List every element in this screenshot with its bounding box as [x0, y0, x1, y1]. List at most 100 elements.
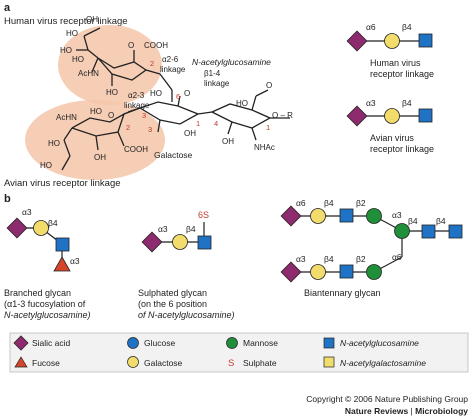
glcnac-icon: [448, 224, 463, 239]
bi-bottom-beta4: β4: [324, 254, 334, 264]
avian-ho-3: HO: [40, 161, 52, 170]
avian-ho-1: HO: [90, 107, 102, 116]
bi-core-beta4-2: β4: [436, 216, 446, 226]
branched-glycan: [6, 217, 71, 272]
avian-o-ring: O: [108, 111, 114, 120]
sulphated-caption-1: Sulphated glycan: [138, 288, 207, 298]
bi-bottom-alpha6: α6: [392, 252, 402, 262]
bi-top-alpha6: α6: [296, 198, 306, 208]
glcnac-icon: [339, 208, 354, 223]
beta14-label: β1-4: [204, 69, 221, 78]
mannose-icon: [394, 223, 410, 239]
galactose-oh: OH: [184, 129, 196, 138]
legend-sulphate-icon: S: [228, 358, 234, 369]
galactose-icon: [33, 220, 49, 236]
legend-mannose-icon: [226, 337, 238, 349]
galactose-icon: [172, 234, 188, 250]
sialic-acid-icon: [346, 30, 368, 52]
sulphated-glycan: [141, 222, 212, 253]
avian-linkage-label: Avian virus receptor linkage: [4, 178, 121, 189]
sialic-acid-icon: [6, 217, 28, 239]
sulphate-6s-label: 6S: [198, 210, 209, 220]
legend-galactose-icon: [127, 356, 139, 368]
legend-sialic-acid-icon: [13, 335, 29, 351]
alpha23-label: α2-3: [128, 91, 145, 100]
branched-caption-1: Branched glycan: [4, 288, 71, 298]
alpha23-linkage-label: linkage: [124, 101, 150, 110]
footer-copyright: Copyright © 2006 Nature Publishing Group: [306, 394, 468, 404]
avian-linkage-schematic: [346, 105, 433, 127]
glcnac-icon: [197, 235, 212, 250]
branched-alpha3-top: α3: [22, 207, 32, 217]
bi-top-alpha3: α3: [392, 210, 402, 220]
sulphated-alpha3: α3: [158, 224, 168, 234]
human-beta4: β4: [402, 22, 412, 32]
legend-fucose-icon: [14, 356, 28, 368]
human-o-ring: O: [128, 41, 134, 50]
avian-achn: AcHN: [56, 113, 77, 122]
legend-glcnac-icon: [323, 337, 335, 349]
human-cooh: COOH: [144, 41, 168, 50]
mannose-icon: [366, 264, 382, 280]
human-alpha6: α6: [366, 22, 376, 32]
galactose-carbon-1: 1: [196, 119, 200, 128]
legend-glucose-icon: [127, 337, 139, 349]
glcnac-icon: [421, 224, 436, 239]
avian-ho-2: HO: [48, 139, 60, 148]
mannose-icon: [366, 208, 382, 224]
galactose-icon: [384, 108, 400, 124]
glcnac-icon: [55, 237, 70, 252]
biantennary-caption: Biantennary glycan: [304, 288, 381, 298]
sialic-acid-icon: [346, 105, 368, 127]
glcnac-ring: [211, 89, 290, 141]
avian-linkage-highlight: [25, 100, 165, 180]
avian-cooh: COOH: [124, 145, 148, 154]
branched-beta4: β4: [48, 218, 58, 228]
legend-galactose-label: Galactose: [144, 358, 183, 368]
glcnac-oh: OH: [222, 137, 234, 146]
glcnac-nhac: NHAc: [254, 143, 275, 152]
human-sialic-acid-ring: [76, 27, 161, 86]
bi-bottom-alpha3: α3: [296, 254, 306, 264]
legend-fucose-label: Fucose: [32, 358, 60, 368]
glcnac-carbon-4: 4: [214, 119, 218, 128]
branched-caption-3: N-acetylglucosamine): [4, 310, 91, 320]
human-achn: AcHN: [78, 69, 99, 78]
alpha26-linkage-label: linkage: [160, 65, 186, 74]
galactose-icon: [310, 208, 326, 224]
panel-a-label: a: [4, 2, 11, 14]
legend-sialic-acid-label: Sialic acid: [32, 338, 71, 348]
sialic-acid-icon: [280, 205, 302, 227]
glcnac-name: N-acetylglucosamine: [192, 57, 271, 67]
legend-glcnac-label: N-acetylglucosamine: [340, 338, 419, 348]
beta14-linkage-label: linkage: [204, 79, 230, 88]
panel-b-label: b: [4, 193, 11, 205]
glcnac-carbon-1: 1: [266, 123, 270, 132]
footer-journal-section: Microbiology: [415, 406, 468, 416]
glcnac-o-top: O: [266, 81, 272, 90]
avian-oh: OH: [94, 153, 106, 162]
alpha26-label: α2-6: [162, 55, 179, 64]
galactose-o: O: [184, 89, 190, 98]
avian-sialic-acid-ring: [61, 107, 141, 171]
legend-box: Sialic acid Glucose Mannose N-acetylgluc…: [9, 332, 469, 373]
footer-journal: Nature Reviews | Microbiology: [345, 406, 468, 416]
glcnac-o-r: O – R: [272, 111, 293, 120]
sulphated-caption-2: (on the 6 position: [138, 299, 207, 309]
bi-core-beta4-1: β4: [408, 216, 418, 226]
glcnac-icon: [339, 264, 354, 279]
human-ho-2: HO: [60, 46, 72, 55]
branched-caption-2: (α1-3 fucosylation of: [4, 299, 86, 309]
avian-beta4: β4: [402, 98, 412, 108]
avian-carbon-3: 3: [142, 111, 146, 120]
galactose-name: Galactose: [154, 150, 193, 160]
sulphated-caption-3: of N-acetylglucosamine): [138, 310, 235, 320]
human-caption-1: Human virus: [370, 58, 421, 68]
galactose-carbon-6: 6: [176, 92, 180, 101]
sialic-acid-icon: [280, 261, 302, 283]
human-carbon-2: 2: [150, 59, 154, 68]
avian-alpha3: α3: [366, 98, 376, 108]
galactose-icon: [384, 33, 400, 49]
bi-top-beta4: β4: [324, 198, 334, 208]
